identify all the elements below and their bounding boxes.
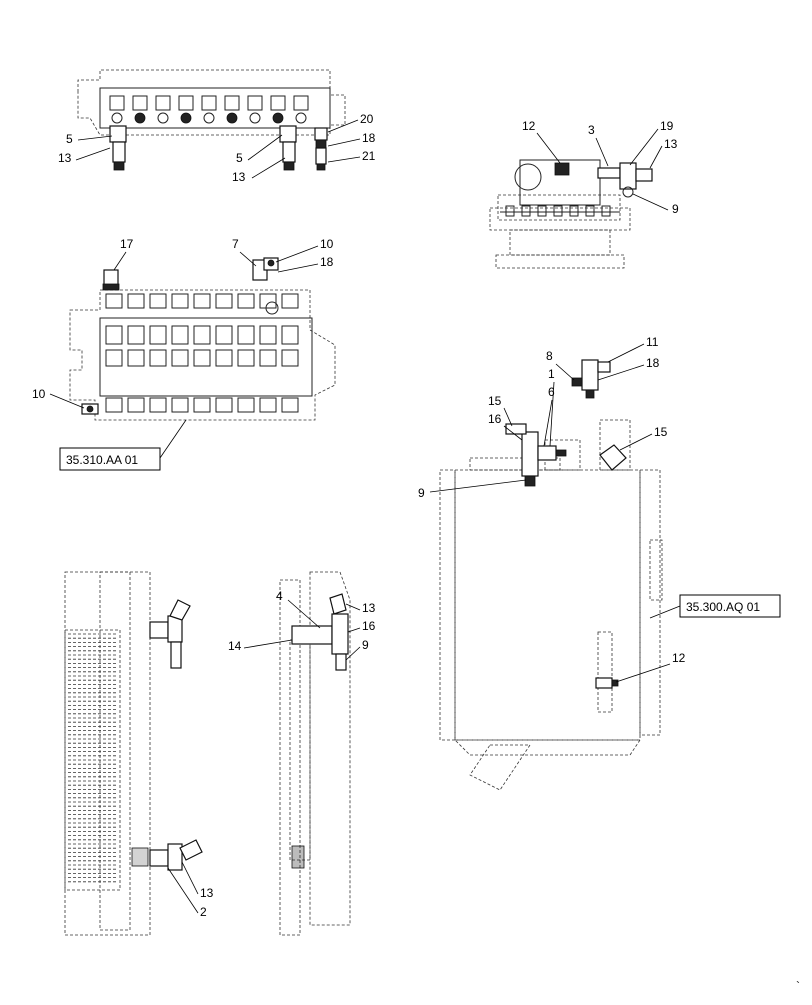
callouts-cooler-side: 4 13 16 14 9 — [228, 589, 376, 661]
callout-2: 2 — [200, 905, 207, 919]
ref-box-valve — [59, 447, 161, 471]
callout-3: 3 — [588, 123, 595, 137]
control-valve-top-view — [77, 69, 346, 171]
callout-17: 17 — [120, 237, 134, 251]
callout-9: 9 — [418, 486, 425, 500]
callout-13: 13 — [362, 601, 376, 615]
callouts-swing-motor: 12 3 19 13 9 — [522, 119, 679, 216]
callout-21: 21 — [362, 149, 376, 163]
callout-16: 16 — [362, 619, 376, 633]
callout-20: 20 — [360, 112, 374, 126]
callout-15: 15 — [654, 425, 668, 439]
callout-14: 14 — [228, 639, 242, 653]
ref-valve[interactable]: 35.310.AA 01 — [66, 453, 138, 467]
callout-16: 16 — [488, 412, 502, 426]
callouts-cooler-front: 13 2 — [167, 861, 214, 919]
callout-10: 10 — [32, 387, 46, 401]
callout-18: 18 — [646, 356, 660, 370]
callout-11: 11 — [646, 335, 659, 349]
callout-13: 13 — [664, 137, 678, 151]
callouts-tank: 11 8 18 1 6 15 16 15 9 35.300.AQ 01 12 — [418, 335, 781, 683]
oil-cooler-front — [64, 571, 203, 936]
callout-13: 13 — [200, 886, 214, 900]
callout-5: 5 — [66, 132, 73, 146]
callout-9: 9 — [672, 202, 679, 216]
callouts-valve-top: 5 13 5 13 20 18 21 — [58, 112, 376, 184]
callouts-valve-detail: 17 7 10 18 10 35.310.AA 01 — [32, 237, 334, 471]
callout-13: 13 — [58, 151, 72, 165]
callout-15: 15 — [488, 394, 502, 408]
swing-motor — [489, 159, 653, 269]
callout-1: 1 — [548, 367, 555, 381]
oil-cooler-side — [279, 571, 351, 936]
callout-5: 5 — [236, 151, 243, 165]
callout-6: 6 — [548, 385, 555, 399]
callout-18: 18 — [320, 255, 334, 269]
callout-13: 13 — [232, 170, 246, 184]
callout-18: 18 — [362, 131, 376, 145]
callout-7: 7 — [232, 237, 239, 251]
control-valve-detail — [69, 257, 336, 421]
callout-9: 9 — [362, 638, 369, 652]
callout-8: 8 — [546, 349, 553, 363]
ref-tank[interactable]: 35.300.AQ 01 — [686, 600, 760, 614]
corner-mark: ` — [796, 979, 800, 993]
hydraulic-tank — [439, 359, 663, 791]
callout-19: 19 — [660, 119, 674, 133]
callout-12: 12 — [672, 651, 686, 665]
callout-12: 12 — [522, 119, 536, 133]
callout-4: 4 — [276, 589, 283, 603]
callout-10: 10 — [320, 237, 334, 251]
